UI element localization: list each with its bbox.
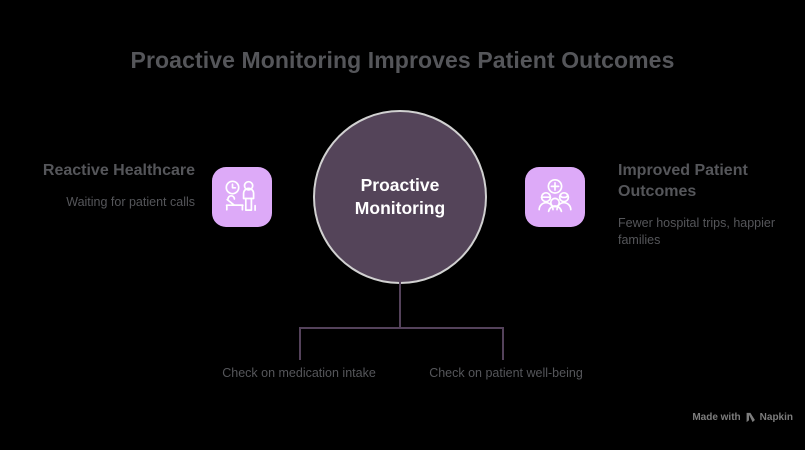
branch-label-wellbeing: Check on patient well-being	[429, 366, 583, 380]
left-node-subtitle: Waiting for patient calls	[66, 195, 195, 210]
connector-horizontal	[299, 327, 504, 329]
right-node-subtitle: Fewer hospital trips, happier families	[618, 216, 776, 248]
watermark-prefix-label: Made with	[692, 412, 741, 423]
right-node-heading: Improved Patient Outcomes	[618, 162, 748, 201]
right-node-text: Improved Patient Outcomes Fewer hospital…	[618, 160, 803, 250]
watermark-brand-label: Napkin	[759, 412, 793, 423]
napkin-logo-icon	[745, 412, 756, 423]
central-node-label: Proactive Monitoring	[354, 174, 446, 218]
page-title: Proactive Monitoring Improves Patient Ou…	[130, 47, 675, 73]
connector-drop-right	[502, 327, 504, 360]
left-node-badge[interactable]	[212, 167, 272, 227]
right-node-badge[interactable]	[525, 167, 585, 227]
left-node-heading: Reactive Healthcare	[42, 162, 195, 179]
family-with-medical-plus-icon	[535, 177, 575, 217]
patient-in-bed-with-clock-icon	[222, 177, 262, 217]
branch-label-medication: Check on medication intake	[222, 366, 376, 380]
connector-drop-left	[299, 327, 301, 360]
connector-stem	[399, 281, 401, 329]
napkin-watermark[interactable]: Made with Napkin	[692, 412, 793, 423]
central-node[interactable]: Proactive Monitoring	[315, 112, 485, 282]
left-node-text: Reactive Healthcare Waiting for patient …	[10, 160, 195, 211]
